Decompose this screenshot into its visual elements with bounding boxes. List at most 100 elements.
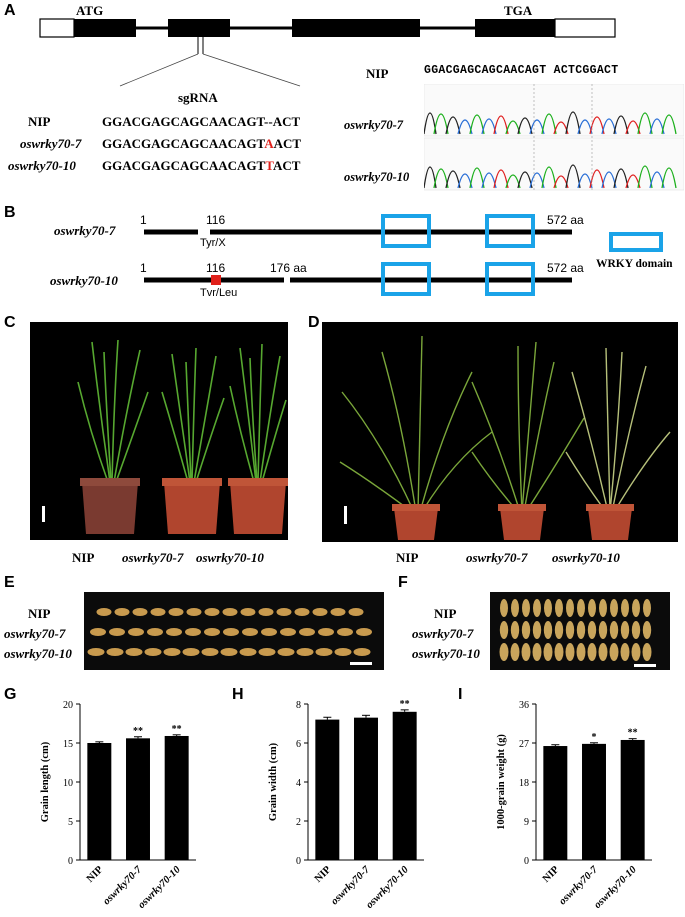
mutation-site-marker (211, 275, 221, 285)
y-tick-label: 0 (68, 856, 73, 867)
grains-photo-e (84, 592, 384, 670)
grain-row-label-e-2: oswrky70-7 (4, 626, 66, 641)
significance-marker: ** (400, 699, 410, 710)
stop-codon-label: TGA (504, 3, 533, 18)
panel-label-b: B (4, 204, 16, 221)
bar (126, 738, 150, 860)
plant-label-d-2: oswrky70-7 (466, 550, 528, 565)
wrky-domain-1 (381, 214, 431, 248)
alignment-seq-nip: GGACGAGCAGCAACAGT--ACT (102, 114, 300, 130)
y-axis-label: 1000-grain weight (g) (496, 734, 507, 830)
x-tick-label: oswrky70-10 (364, 864, 411, 911)
panel-label-c: C (4, 314, 16, 331)
protein-row-label-1: oswrky70-7 (54, 223, 116, 238)
gene-structure-diagram (39, 18, 616, 54)
protein-start-1: 1 (140, 213, 147, 227)
chromatogram-traces (424, 84, 684, 191)
protein-start-2: 1 (140, 261, 147, 275)
protein-diagram (144, 214, 663, 296)
wrky-legend-label: WRKY domain (596, 258, 673, 270)
plant-label-c-1: NIP (72, 550, 95, 565)
protein-site-1: 116 (206, 213, 226, 227)
bar (543, 746, 568, 860)
significance-marker: ** (172, 724, 182, 735)
y-axis-label: Grain length (cm) (40, 741, 51, 822)
seq-post: ACT (273, 136, 302, 151)
y-tick-label: 6 (296, 739, 301, 750)
y-tick-label: 0 (524, 856, 529, 867)
bar (164, 735, 189, 860)
start-codon-label: ATG (76, 3, 104, 18)
grain-row-label-e-3: oswrky70-10 (4, 646, 72, 661)
x-tick-label: NIP (541, 864, 562, 885)
wrky-domain-2 (485, 214, 535, 248)
plant-label-c-2: oswrky70-7 (122, 550, 184, 565)
y-tick-label: 0 (296, 856, 301, 867)
bar (620, 739, 645, 860)
protein-row-label-2: oswrky70-10 (50, 273, 118, 288)
panel-label-a: A (4, 2, 16, 19)
y-axis-label: Grain width (cm) (268, 742, 279, 821)
seq-pre: GGACGAGCAGCAACAGT (102, 114, 265, 129)
alignment-seq-oswrky70-7: GGACGAGCAGCAACAGTAACT (102, 136, 301, 152)
y-tick-label: 4 (296, 778, 301, 789)
seq-gap: -- (264, 114, 273, 129)
significance-marker: ** (133, 726, 143, 737)
grain-width-image (499, 599, 656, 667)
protein-change-2: Tvr/Leu (200, 287, 238, 299)
plants-photo-c (30, 322, 288, 540)
protein-end-2: 572 aa (547, 261, 584, 275)
panel-label-d: D (308, 314, 320, 331)
x-tick-label: oswrky70-10 (592, 864, 639, 911)
grain-length-image (87, 608, 372, 665)
wrky-legend-box (609, 232, 663, 252)
plants-photo-d (322, 322, 678, 542)
grain-row-label-f-1: NIP (434, 606, 457, 621)
chromatogram-ref-seq: GGACGAGCAGCAACAGT ACTCGGACT (424, 64, 619, 77)
protein-end-1: 572 aa (547, 213, 584, 227)
alignment-seq-oswrky70-10: GGACGAGCAGCAACAGTTACT (102, 158, 300, 174)
alignment-label-nip: NIP (28, 114, 51, 129)
x-tick-label: oswrky70-10 (136, 864, 183, 911)
grain-row-label-f-2: oswrky70-7 (412, 626, 474, 641)
panel-label-g: G (4, 686, 17, 703)
significance-marker: ** (628, 728, 638, 739)
plant-label-d-3: oswrky70-10 (552, 550, 620, 565)
chromatogram-trace-label-2: oswrky70-10 (344, 170, 410, 184)
sgrna-label: sgRNA (178, 90, 218, 105)
zoom-lines (119, 53, 301, 87)
y-tick-label: 15 (63, 739, 73, 750)
wrky-domain-4 (485, 262, 535, 296)
y-tick-label: 9 (524, 817, 529, 828)
protein-change-1: Tyr/X (200, 237, 226, 249)
bar (87, 743, 112, 860)
seq-post: ACT (272, 114, 301, 129)
y-tick-label: 27 (519, 739, 529, 750)
bar (315, 719, 340, 860)
seq-insertion: T (265, 158, 273, 173)
y-tick-label: 10 (63, 778, 73, 789)
x-tick-label: NIP (313, 864, 334, 885)
y-tick-label: 2 (296, 817, 301, 828)
seq-post: ACT (272, 158, 301, 173)
seq-pre: GGACGAGCAGCAACAGT (102, 158, 266, 173)
significance-marker: * (592, 732, 597, 743)
protein-stop-2: 176 aa (270, 261, 307, 275)
bar (392, 711, 417, 860)
chromatogram-trace-label-1: oswrky70-7 (344, 118, 404, 132)
y-tick-label: 5 (68, 817, 73, 828)
plant-label-d-1: NIP (396, 550, 419, 565)
panel-label-f: F (398, 574, 408, 591)
grains-photo-f (490, 592, 670, 670)
y-tick-label: 20 (63, 700, 73, 711)
protein-site-2: 116 (206, 261, 226, 275)
x-tick-label: NIP (85, 864, 106, 885)
y-tick-label: 8 (296, 700, 301, 711)
mature-plants-image (339, 335, 671, 540)
bar (582, 743, 606, 860)
alignment-label-oswrky70-7: oswrky70-7 (20, 136, 82, 151)
grain-row-label-e-1: NIP (28, 606, 51, 621)
panel-label-h: H (232, 686, 244, 703)
